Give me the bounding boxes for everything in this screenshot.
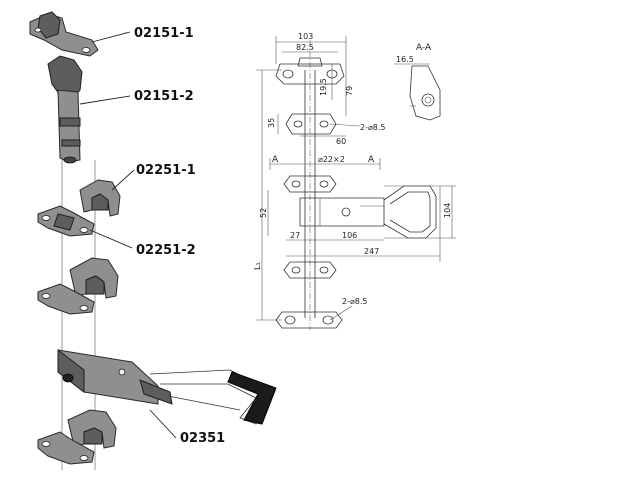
dim-60: 60 xyxy=(336,137,346,146)
leader-02251-1 xyxy=(111,169,135,191)
dim-L1: L₁ xyxy=(253,262,262,270)
leader-02251-2 xyxy=(89,229,133,249)
lower-bracket-drawing xyxy=(283,261,337,279)
dim-19-5: 19.5 xyxy=(319,78,328,96)
label-02351: 02351 xyxy=(180,431,225,446)
label-02151-2: 02151-2 xyxy=(134,89,194,104)
part-02151-1-image xyxy=(29,11,99,57)
label-02251-2: 02251-2 xyxy=(136,243,196,258)
dim-2phi-top: 2-⌀8.5 xyxy=(360,123,386,132)
dim-106: 106 xyxy=(342,231,357,240)
dim-phi22x2: ⌀22×2 xyxy=(318,155,345,164)
leader-02351 xyxy=(149,409,177,439)
dimline-2phi-bottom xyxy=(329,305,353,321)
part-02251-1-image xyxy=(79,179,121,217)
dimline-2phi-top xyxy=(329,123,361,127)
dim-27: 27 xyxy=(290,231,300,240)
dim-79: 79 xyxy=(345,86,354,96)
dim-52: 52 xyxy=(259,208,268,218)
bottom-bracket-image xyxy=(37,409,117,465)
middle-bracket-image xyxy=(37,257,119,315)
dim-2phi-bottom: 2-⌀8.5 xyxy=(342,297,368,306)
dim-104: 104 xyxy=(443,203,452,218)
section-view-aa: A-A 16.5 xyxy=(394,43,441,121)
section-marker-a-right: A xyxy=(368,155,375,165)
dim-247: 247 xyxy=(364,247,379,256)
part-02351-image xyxy=(57,348,277,425)
upper-bracket-drawing xyxy=(285,113,337,135)
top-keeper-drawing xyxy=(275,57,345,85)
handle-drawing xyxy=(299,185,437,239)
label-02251-1: 02251-1 xyxy=(136,163,196,178)
label-02151-1: 02151-1 xyxy=(134,26,194,41)
part-02151-2-image xyxy=(47,55,83,164)
bottom-keeper-drawing xyxy=(275,311,343,329)
product-illustration: 02151-1 02151-2 02251-1 02251-2 02351 xyxy=(29,11,277,470)
dim-82-5: 82.5 xyxy=(296,43,314,52)
technical-drawing: 103 82.5 19.5 79 35 60 2-⌀8.5 A A ⌀22×2 … xyxy=(253,32,456,330)
dim-35: 35 xyxy=(267,118,276,128)
middle-bracket-drawing xyxy=(283,175,337,193)
section-title: A-A xyxy=(416,43,432,53)
section-marker-a-left: A xyxy=(272,155,279,165)
part-02251-2-image xyxy=(37,205,95,237)
leader-02151-1 xyxy=(91,31,131,43)
dim-103: 103 xyxy=(298,32,313,41)
leader-02151-2 xyxy=(79,95,131,105)
section-dim-16-5: 16.5 xyxy=(396,55,414,64)
